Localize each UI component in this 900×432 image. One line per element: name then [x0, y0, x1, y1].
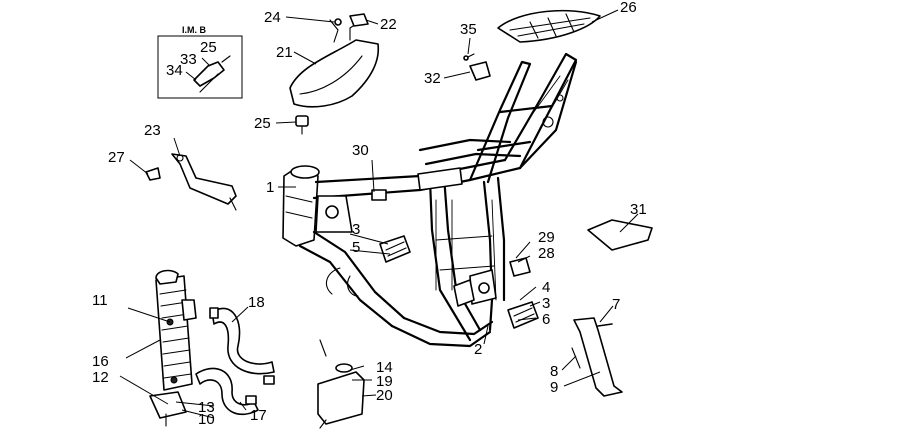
- expansion-tank: [317, 339, 365, 429]
- bolt-35: [463, 53, 475, 61]
- side-stand: [571, 317, 623, 397]
- main-frame: [282, 52, 578, 348]
- callout-8: 8: [550, 363, 558, 380]
- callout-21: 21: [276, 44, 293, 61]
- callout-28: 28: [538, 245, 555, 262]
- rubber-block-32: [469, 61, 491, 81]
- callout-19: 19: [376, 373, 393, 390]
- callout-26: 26: [620, 0, 637, 16]
- coolant-hose-lower: [195, 367, 259, 416]
- callout-23: 23: [144, 122, 161, 139]
- callout-2: 2: [474, 341, 482, 358]
- callout-10: 10: [198, 411, 215, 428]
- connector-25: [295, 115, 309, 135]
- callout-35: 35: [460, 21, 477, 38]
- clip-27: [145, 167, 161, 181]
- callout-6: 6: [542, 311, 550, 328]
- clip-22: [349, 13, 369, 27]
- footpeg-right: [507, 301, 539, 329]
- callout-30: 30: [352, 142, 369, 159]
- callout-18: 18: [248, 294, 265, 311]
- callout-29: 29: [538, 229, 555, 246]
- callout-33: 33: [180, 51, 197, 68]
- callout-25: 25: [200, 39, 217, 56]
- callout-4: 4: [542, 279, 550, 296]
- coolant-hose-upper: [211, 307, 275, 375]
- callout-numbers: 1 2 3 3 4 5 6 7 8 9 10 11 12 13 14 16 17…: [92, 0, 647, 428]
- callout-3: 3: [352, 221, 360, 238]
- air-filter-cover: [289, 23, 380, 108]
- callout-12: 12: [92, 369, 109, 386]
- callout-7: 7: [612, 296, 620, 313]
- callout-32: 32: [424, 70, 441, 87]
- seat-pad: [587, 219, 653, 251]
- callout-17: 17: [250, 407, 267, 424]
- engine-mount-bushing: [371, 189, 531, 277]
- side-bracket: [171, 153, 237, 211]
- inset-box: [157, 35, 243, 99]
- callout-13: 13: [198, 399, 215, 416]
- callout-1: 1: [266, 179, 274, 196]
- callout-9: 9: [550, 379, 558, 396]
- callout-27: 27: [108, 149, 125, 166]
- callout-11: 11: [92, 292, 108, 309]
- callout-5: 5: [352, 239, 360, 256]
- callout-31: 31: [630, 201, 647, 218]
- screw-24: [329, 18, 342, 43]
- inset-label: I.M. B: [182, 25, 206, 35]
- callout-22: 22: [380, 16, 397, 33]
- rear-fender-mesh: [497, 9, 601, 43]
- callout-20: 20: [376, 387, 393, 404]
- callout-25: 25: [254, 115, 271, 132]
- callout-24: 24: [264, 9, 281, 26]
- callout-34: 34: [166, 62, 183, 79]
- callout-3: 3: [542, 295, 550, 312]
- hose-clamps: [209, 307, 275, 405]
- radiator: [155, 269, 197, 391]
- footpeg-left: [379, 235, 411, 263]
- leader-lines: [119, 9, 639, 419]
- callout-16: 16: [92, 353, 109, 370]
- callout-14: 14: [376, 359, 393, 376]
